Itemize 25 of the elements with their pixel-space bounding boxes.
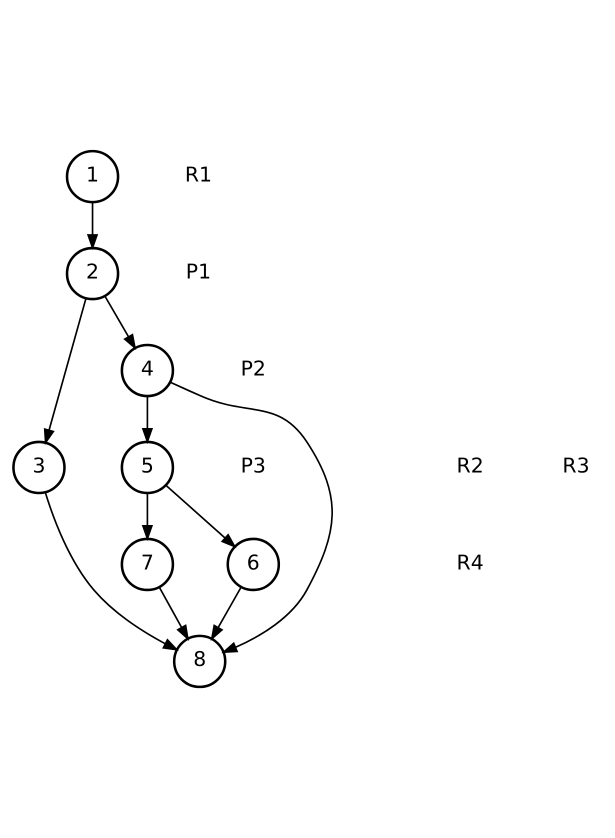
node-circle: 4 bbox=[120, 344, 174, 398]
label: R3 bbox=[562, 453, 590, 478]
arrow bbox=[142, 493, 154, 542]
arrow bbox=[170, 382, 333, 654]
label: R2 bbox=[456, 453, 484, 478]
arrow bbox=[165, 484, 237, 548]
arrow bbox=[158, 586, 190, 641]
node-label: P3 bbox=[240, 453, 266, 478]
node-circle: 5 bbox=[120, 440, 174, 494]
arrow bbox=[142, 396, 154, 444]
arrow bbox=[44, 298, 87, 445]
label: R4 bbox=[456, 550, 484, 574]
node-circle: 1 bbox=[66, 150, 120, 204]
arrow bbox=[86, 202, 98, 250]
node-label: P1 bbox=[186, 259, 212, 284]
arrow bbox=[104, 296, 136, 350]
node-label: P2 bbox=[240, 356, 266, 380]
arrow bbox=[44, 492, 179, 651]
node-circle: 7 bbox=[120, 538, 174, 592]
label: R1 bbox=[184, 162, 212, 186]
node-circle: 3 bbox=[12, 440, 66, 494]
arrow bbox=[210, 586, 242, 641]
node-circle: 6 bbox=[226, 538, 280, 592]
node-circle: 8 bbox=[172, 634, 226, 688]
node-circle: 2 bbox=[66, 246, 120, 300]
